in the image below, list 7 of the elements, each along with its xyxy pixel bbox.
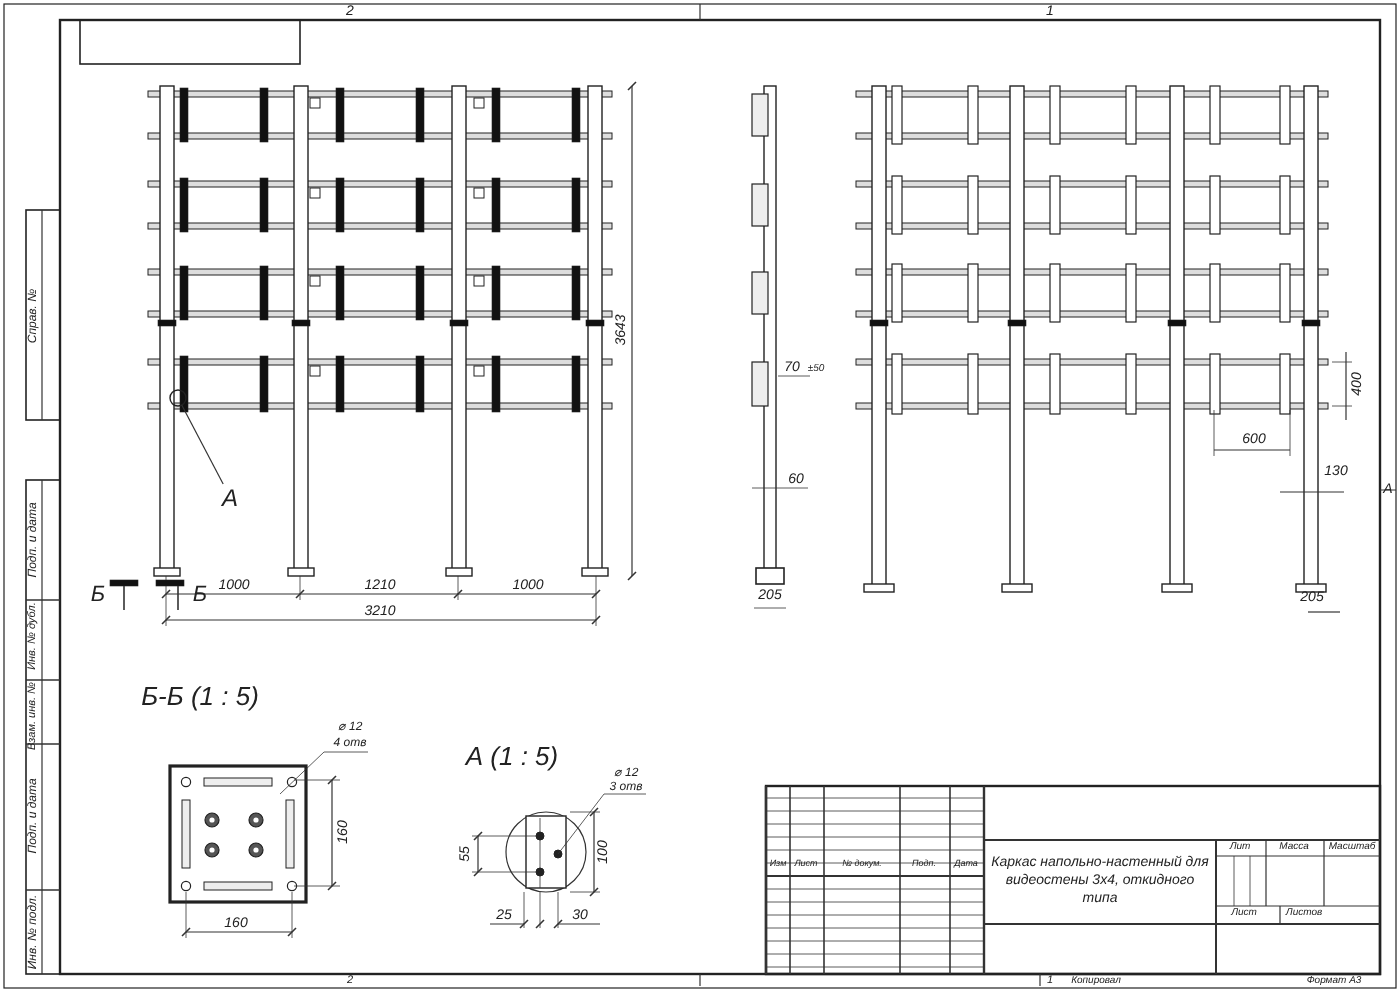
section-view-title: Б-Б (1 : 5)	[141, 683, 259, 709]
detail-callout-letter: А	[222, 485, 238, 509]
leader-line	[181, 404, 224, 485]
section-mark-letter: Б	[192, 585, 208, 607]
detail-view-title: А (1 : 5)	[465, 743, 559, 769]
detail-marker-circle	[169, 389, 187, 407]
section-mark-letter: Б	[90, 585, 106, 607]
